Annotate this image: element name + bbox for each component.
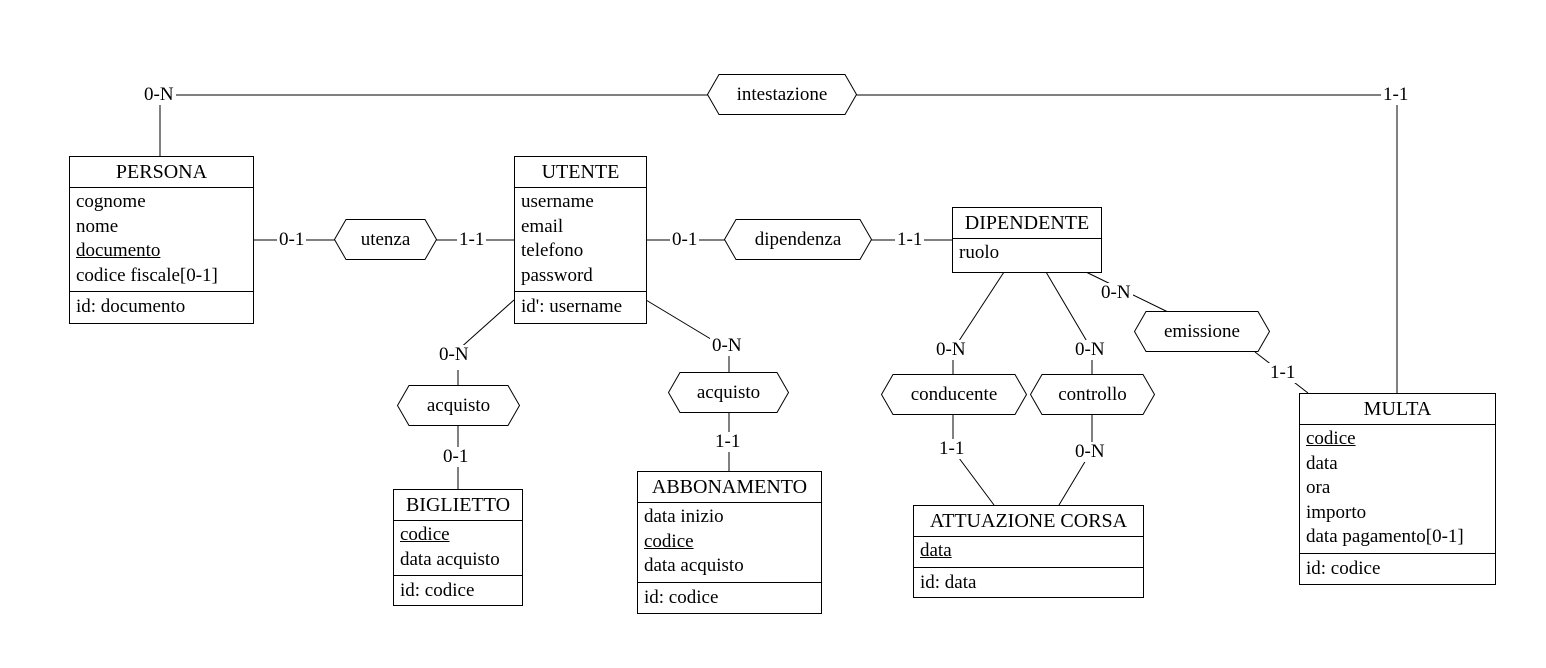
cardinality-acquisto-biglietto-biglietto: 0-1	[441, 446, 471, 467]
hexagon-shape	[724, 219, 872, 260]
identifier: id: data	[914, 566, 1143, 598]
entity-multa: MULTA codice data ora importo data pagam…	[1299, 393, 1496, 585]
relationship-label: utenza	[360, 228, 411, 250]
attribute-list: cognome nome documento codice fiscale[0-…	[70, 188, 253, 291]
attribute-key: data	[920, 540, 952, 561]
entity-title: UTENTE	[515, 157, 646, 188]
hexagon-shape	[1030, 374, 1155, 415]
attribute: data inizio	[644, 506, 724, 527]
entity-persona: PERSONA cognome nome documento codice fi…	[69, 156, 254, 324]
relationship-label: acquisto	[426, 394, 491, 416]
cardinality-utenza-persona: 0-1	[277, 229, 307, 250]
entity-dipendente: DIPENDENTE ruolo	[952, 207, 1102, 273]
cardinality-controllo-attuazione: 0-N	[1073, 441, 1107, 462]
attribute-key: codice	[644, 530, 694, 552]
identifier: id: codice	[394, 575, 522, 606]
link-conducente-dipendente	[952, 271, 1005, 351]
relationship-controllo: controllo	[1030, 374, 1155, 415]
relationship-intestazione: intestazione	[707, 74, 857, 115]
cardinality-dipendenza-utente: 0-1	[670, 229, 700, 250]
relationship-label: acquisto	[696, 381, 761, 403]
attribute-list: data	[914, 537, 1143, 567]
entity-title: DIPENDENTE	[953, 208, 1101, 239]
attribute: data acquisto	[400, 548, 500, 570]
entity-title: ATTUAZIONE CORSA	[914, 506, 1143, 537]
hexagon-shape	[668, 372, 789, 413]
relationship-acquisto-abbonamento: acquisto	[668, 372, 789, 413]
attribute: ora	[1306, 477, 1331, 498]
entity-title: ABBONAMENTO	[638, 472, 821, 503]
relationship-label: intestazione	[736, 83, 828, 105]
entity-abbonamento: ABBONAMENTO data inizio codice data acqu…	[637, 471, 822, 614]
relationship-label: conducente	[910, 383, 998, 405]
link-controllo-dipendente	[1045, 271, 1093, 351]
entity-title: BIGLIETTO	[394, 490, 522, 521]
entity-title: PERSONA	[70, 157, 253, 188]
cardinality-acquisto-abbonamento-utente: 0-N	[710, 335, 744, 356]
attribute-list: ruolo	[953, 239, 1101, 269]
attribute: codice fiscale[0-1]	[76, 264, 218, 286]
entity-biglietto: BIGLIETTO codice data acquisto id: codic…	[393, 489, 523, 606]
attribute-key: codice	[1306, 428, 1356, 449]
cardinality-emissione-multa: 1-1	[1268, 362, 1298, 383]
attribute: data acquisto	[644, 555, 744, 576]
attribute: cognome	[76, 191, 146, 212]
hexagon-shape	[1134, 311, 1270, 352]
attribute: email	[521, 215, 564, 237]
attribute: data pagamento[0-1]	[1306, 526, 1464, 547]
attribute-key: documento	[76, 240, 161, 261]
cardinality-intestazione-multa: 1-1	[1381, 84, 1411, 105]
hexagon-shape	[881, 374, 1027, 415]
attribute-list: username email telefono password	[515, 188, 646, 291]
relationship-acquisto-biglietto: acquisto	[397, 385, 520, 426]
entity-utente: UTENTE username email telefono password …	[514, 156, 647, 324]
link-acquisto-utente-left	[457, 299, 515, 351]
cardinality-utenza-utente: 1-1	[457, 229, 487, 250]
attribute-list: data inizio codice data acquisto	[638, 503, 821, 582]
identifier: id': username	[515, 291, 646, 322]
attribute: ruolo	[959, 242, 1000, 263]
relationship-label: controllo	[1058, 383, 1127, 405]
attribute-list: codice data ora importo data pagamento[0…	[1300, 425, 1495, 553]
cardinality-controllo-dipendente: 0-N	[1073, 339, 1107, 360]
entity-title: MULTA	[1300, 394, 1495, 425]
attribute: importo	[1306, 501, 1367, 523]
cardinality-conducente-attuazione: 1-1	[937, 438, 967, 459]
attribute: telefono	[521, 240, 584, 261]
relationship-label: dipendenza	[754, 228, 842, 250]
attribute: nome	[76, 215, 119, 237]
attribute: username	[521, 191, 594, 212]
relationship-dipendenza: dipendenza	[724, 219, 872, 260]
cardinality-acquisto-abbonamento-abbonamento: 1-1	[713, 431, 743, 452]
cardinality-intestazione-persona: 0-N	[142, 84, 176, 105]
entity-attuazione-corsa: ATTUAZIONE CORSA data id: data	[913, 505, 1144, 598]
cardinality-acquisto-biglietto-utente: 0-N	[437, 344, 471, 365]
identifier: id: codice	[638, 581, 821, 613]
relationship-emissione: emissione	[1134, 311, 1270, 352]
identifier: id: documento	[70, 291, 253, 322]
relationship-label: emissione	[1164, 320, 1240, 342]
attribute: data	[1306, 452, 1338, 474]
relationship-utenza: utenza	[334, 219, 437, 260]
attribute: password	[521, 264, 593, 286]
attribute-list: codice data acquisto	[394, 521, 522, 575]
cardinality-dipendenza-dipendente: 1-1	[895, 229, 925, 250]
link-intestazione-persona	[159, 94, 710, 156]
hexagon-shape	[334, 219, 437, 260]
relationship-conducente: conducente	[881, 374, 1027, 415]
identifier: id: codice	[1300, 552, 1495, 584]
cardinality-conducente-dipendente: 0-N	[934, 339, 968, 360]
hexagon-shape	[707, 74, 857, 115]
hexagon-shape	[397, 385, 520, 426]
cardinality-emissione-dipendente: 0-N	[1099, 282, 1133, 303]
attribute-key: codice	[400, 524, 450, 545]
